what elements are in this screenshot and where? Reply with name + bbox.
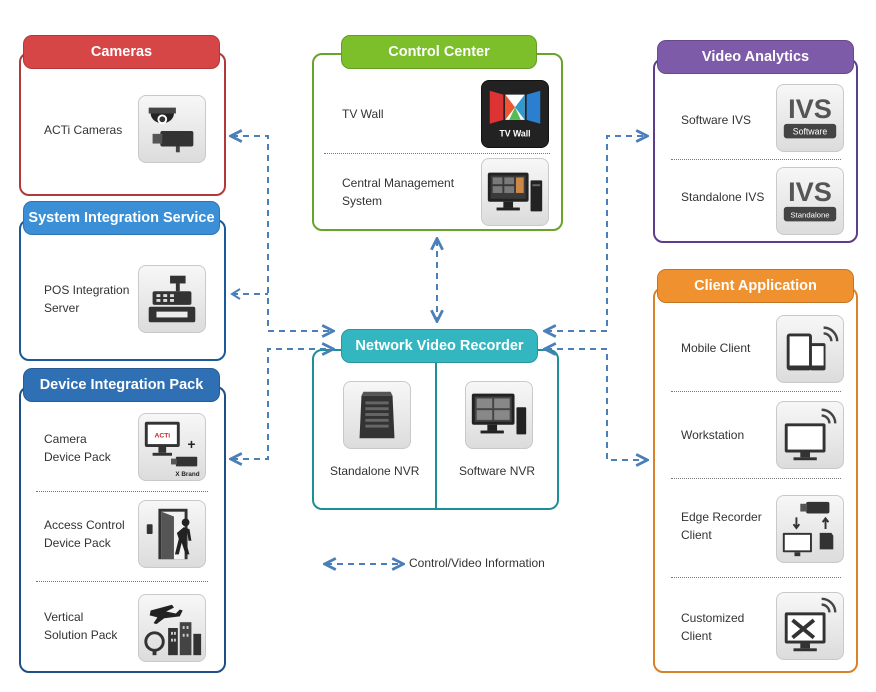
- x-brand-text: X Brand: [175, 471, 199, 478]
- monitor-pc-icon: [481, 158, 549, 226]
- tv-wall-icon-caption: TV Wall: [499, 128, 530, 138]
- mobile-devices-icon: [776, 315, 844, 383]
- ivs-standalone-icon: IVS Standalone: [776, 167, 844, 235]
- device-divider-1: [36, 491, 208, 492]
- workstation-label: Workstation: [681, 428, 745, 442]
- cameras-header: Cameras: [23, 35, 220, 69]
- ivs-standalone-caption: Standalone: [790, 211, 829, 220]
- access-control-label: Access Control Device Pack: [44, 518, 125, 550]
- standalone-nvr-label: Standalone NVR: [330, 464, 420, 478]
- vertical-solution-label: Vertical Solution Pack: [44, 610, 118, 642]
- nvr-box-icon: [343, 381, 411, 449]
- door-person-icon: [138, 500, 206, 568]
- control-center-divider: [324, 153, 550, 154]
- client-divider-3: [671, 577, 841, 578]
- cash-register-icon: [138, 265, 206, 333]
- nvr-divider: [435, 360, 437, 510]
- device-divider-2: [36, 581, 208, 582]
- legend-label: Control/Video Information: [409, 556, 545, 570]
- client-application-header: Client Application: [657, 269, 854, 303]
- system-integration-arrowhead: [230, 288, 241, 300]
- acti-cameras-label: ACTi Cameras: [44, 123, 123, 137]
- nvr-header: Network Video Recorder: [341, 329, 538, 363]
- tv-wall-icon: TV Wall: [481, 80, 549, 148]
- central-management-label: Central Management System: [342, 176, 455, 208]
- ivs-software-icon: IVS Software: [776, 84, 844, 152]
- mobile-client-label: Mobile Client: [681, 341, 751, 355]
- client-application-connector: [546, 349, 646, 460]
- edge-recorder-label: Edge Recorder Client: [681, 510, 762, 542]
- wireless-monitor-icon: [776, 401, 844, 469]
- video-analytics-header: Video Analytics: [657, 40, 854, 74]
- pos-integration-label: POS Integration Server: [44, 283, 130, 315]
- system-integration-header: System Integration Service: [23, 201, 220, 235]
- client-divider-1: [671, 391, 841, 392]
- client-divider-2: [671, 478, 841, 479]
- software-nvr-label: Software NVR: [459, 464, 536, 478]
- video-analytics-divider: [671, 159, 841, 160]
- camera-device-pack-label: Camera Device Pack: [44, 432, 111, 464]
- tv-wall-label: TV Wall: [342, 107, 384, 121]
- airport-city-icon: [138, 594, 206, 662]
- ivs-standalone-text: IVS: [788, 176, 832, 207]
- edge-recorder-icon: [776, 495, 844, 563]
- monitor-nvr-icon: [465, 381, 533, 449]
- customized-client-label: Customized Client: [681, 611, 745, 643]
- standalone-ivs-label: Standalone IVS: [681, 190, 765, 204]
- device-integration-header: Device Integration Pack: [23, 368, 220, 402]
- camera-device-pack-icon: ACTi + X Brand: [138, 413, 206, 481]
- svg-text:+: +: [188, 437, 196, 452]
- software-ivs-label: Software IVS: [681, 113, 752, 127]
- control-center-header: Control Center: [341, 35, 537, 69]
- acti-logo-text: ACTi: [154, 432, 170, 439]
- tools-monitor-icon: [776, 592, 844, 660]
- ivs-software-text: IVS: [788, 93, 832, 124]
- dome-camera-icon: [138, 95, 206, 163]
- ivs-software-caption: Software: [793, 127, 828, 137]
